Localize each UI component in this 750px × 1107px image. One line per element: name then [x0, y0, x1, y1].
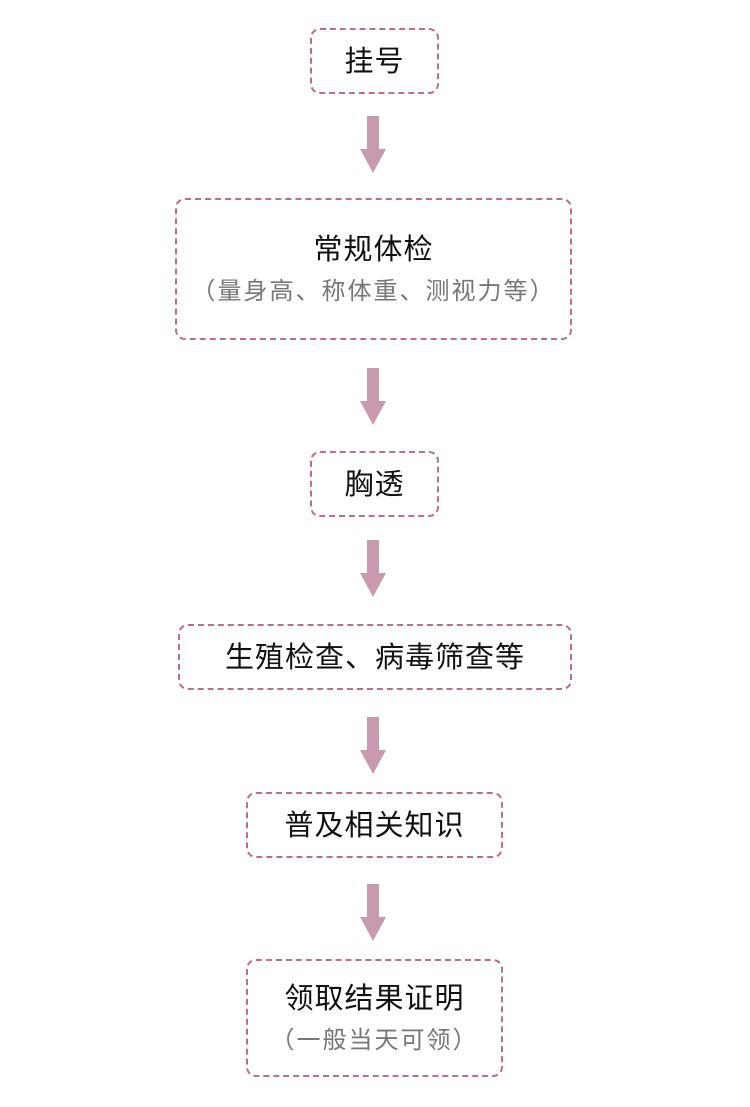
step-note: （一般当天可领） [270, 1026, 479, 1054]
step-routine-exam: 常规体检 （量身高、称体重、测视力等） [175, 198, 572, 340]
step-reproductive-screening: 生殖检查、病毒筛查等 [178, 624, 572, 690]
down-arrow-icon [360, 717, 386, 775]
step-registration: 挂号 [310, 28, 439, 94]
step-knowledge: 普及相关知识 [246, 792, 503, 858]
step-note: （量身高、称体重、测视力等） [191, 277, 556, 305]
step-title: 胸透 [344, 466, 405, 501]
step-title: 挂号 [344, 43, 405, 78]
step-chest-xray: 胸透 [310, 451, 439, 517]
down-arrow-icon [360, 884, 386, 942]
step-title: 生殖检查、病毒筛查等 [224, 639, 525, 674]
down-arrow-icon [360, 368, 386, 426]
down-arrow-icon [360, 116, 386, 174]
down-arrow-icon [360, 540, 386, 598]
step-title: 领取结果证明 [284, 981, 465, 1016]
step-title: 常规体检 [313, 232, 434, 267]
step-collect-certificate: 领取结果证明 （一般当天可领） [246, 959, 503, 1077]
step-title: 普及相关知识 [284, 807, 465, 842]
